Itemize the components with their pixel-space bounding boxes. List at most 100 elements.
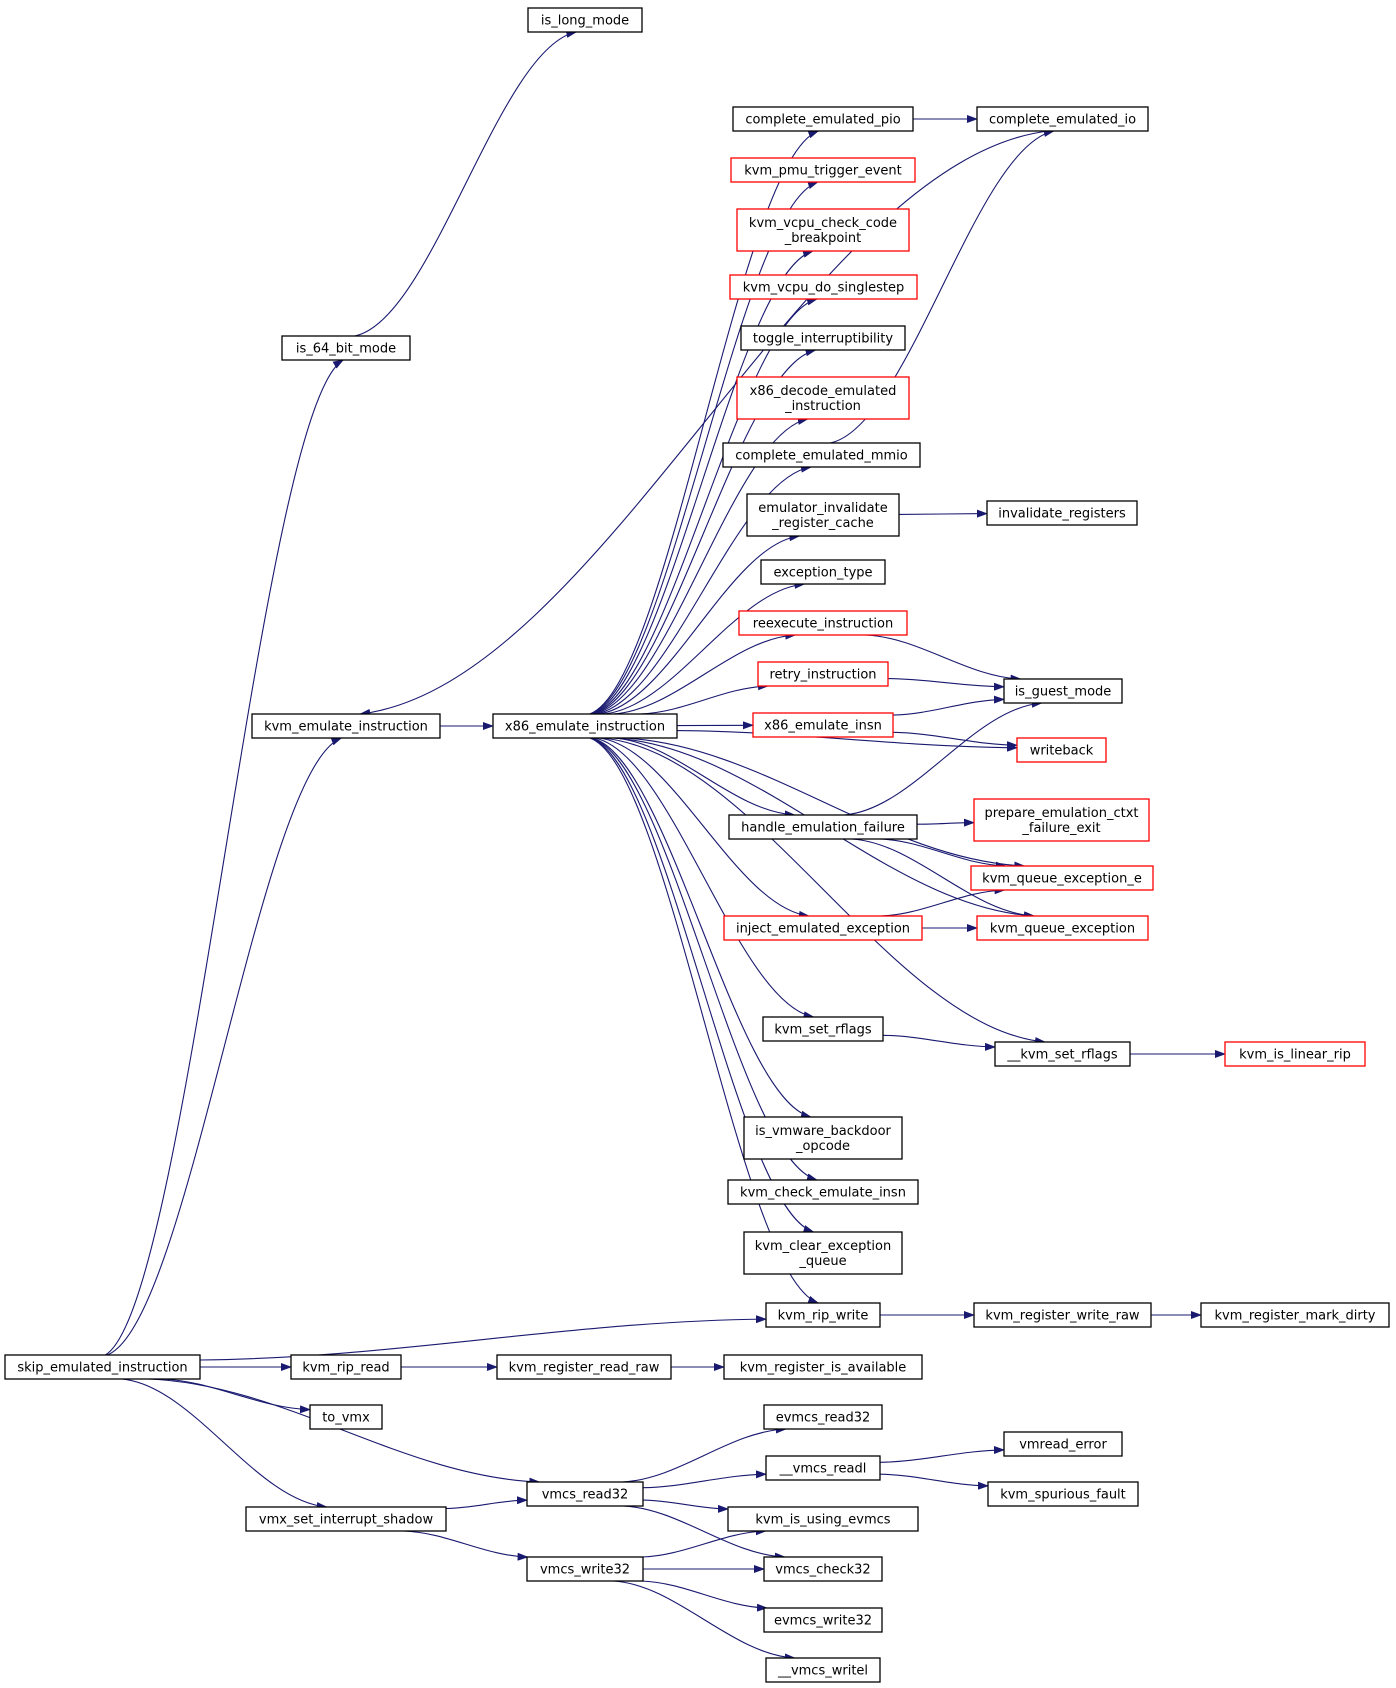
node-emulator_invalidate_register_cache[interactable]: emulator_invalidate_register_cache bbox=[746, 493, 900, 537]
node-label: exception_type bbox=[773, 566, 872, 581]
node-box bbox=[970, 865, 1154, 891]
node-invalidate_registers[interactable]: invalidate_registers bbox=[986, 500, 1138, 526]
node-kvm_vcpu_check_code_breakpoint[interactable]: kvm_vcpu_check_code_breakpoint bbox=[736, 208, 910, 252]
node-kvm_emulate_instruction[interactable]: kvm_emulate_instruction bbox=[251, 713, 441, 739]
node-kvm_set_rflags[interactable]: kvm_set_rflags bbox=[762, 1016, 884, 1042]
node-label: _instruction bbox=[784, 399, 861, 414]
edge-vmcs_write32-to-kvm_is_using_evmcs bbox=[642, 1527, 767, 1558]
node-box bbox=[722, 442, 921, 468]
node-retry_instruction[interactable]: retry_instruction bbox=[757, 661, 889, 687]
edge-skip-to-vmcs_read32 bbox=[148, 1378, 541, 1486]
node-complete_emulated_mmio[interactable]: complete_emulated_mmio bbox=[722, 442, 921, 468]
node-vmcs_check32[interactable]: vmcs_check32 bbox=[763, 1556, 883, 1582]
node-toggle_interruptibility[interactable]: toggle_interruptibility bbox=[740, 325, 906, 351]
edge-x86_emulate_insn-to-writeback bbox=[892, 731, 1018, 750]
node-box bbox=[760, 559, 886, 585]
node-label: kvm_rip_write bbox=[778, 1309, 869, 1324]
node-box bbox=[743, 1116, 903, 1160]
node-box bbox=[526, 1481, 644, 1507]
node-label: prepare_emulation_ctxt bbox=[984, 806, 1138, 821]
node-label: vmx_set_interrupt_shadow bbox=[259, 1513, 434, 1528]
edge-x86_emulate_instruction-to-complete_emulated_mmio bbox=[595, 464, 812, 715]
node-label: x86_emulate_instruction bbox=[505, 720, 665, 735]
node-evmcs_read32[interactable]: evmcs_read32 bbox=[763, 1404, 883, 1430]
node-kvm_queue_exception_e[interactable]: kvm_queue_exception_e bbox=[970, 865, 1154, 891]
node-inject_emulated_exception[interactable]: inject_emulated_exception bbox=[723, 915, 923, 941]
node-exception_type[interactable]: exception_type bbox=[760, 559, 886, 585]
node-vmread_error[interactable]: vmread_error bbox=[1003, 1431, 1123, 1457]
node-vmcs_write32[interactable]: vmcs_write32 bbox=[526, 1556, 644, 1582]
node-kvm_is_using_evmcs[interactable]: kvm_is_using_evmcs bbox=[727, 1506, 919, 1532]
node-is_vmware_backdoor_opcode[interactable]: is_vmware_backdoor_opcode bbox=[743, 1116, 903, 1160]
node-__kvm_set_rflags[interactable]: __kvm_set_rflags bbox=[994, 1041, 1131, 1067]
node-kvm_register_is_available[interactable]: kvm_register_is_available bbox=[723, 1354, 923, 1380]
node-x86_emulate_instruction[interactable]: x86_emulate_instruction bbox=[492, 713, 678, 739]
edge-x86_emulate_instruction-to-is_vmware_backdoor_opcode bbox=[591, 737, 812, 1119]
node-kvm_register_write_raw[interactable]: kvm_register_write_raw bbox=[973, 1302, 1152, 1328]
node-kvm_vcpu_do_singlestep[interactable]: kvm_vcpu_do_singlestep bbox=[729, 274, 918, 300]
node-box bbox=[763, 1556, 883, 1582]
node-is_long_mode[interactable]: is_long_mode bbox=[527, 7, 643, 33]
node-label: evmcs_write32 bbox=[774, 1614, 872, 1629]
edge-vmcs_read32-to-vmcs_check32 bbox=[623, 1505, 786, 1561]
node-__vmcs_writel[interactable]: __vmcs_writel bbox=[765, 1657, 881, 1683]
node-__vmcs_readl[interactable]: __vmcs_readl bbox=[765, 1455, 881, 1481]
node-kvm_queue_exception[interactable]: kvm_queue_exception bbox=[976, 915, 1149, 941]
node-label: kvm_vcpu_do_singlestep bbox=[743, 281, 905, 296]
edge-x86_emulate_insn-to-is_guest_mode bbox=[892, 695, 1005, 716]
node-kvm_rip_write[interactable]: kvm_rip_write bbox=[765, 1302, 881, 1328]
node-box bbox=[245, 1506, 447, 1532]
node-kvm_check_emulate_insn[interactable]: kvm_check_emulate_insn bbox=[727, 1179, 919, 1205]
node-label: toggle_interruptibility bbox=[753, 332, 893, 347]
node-vmx_set_interrupt_shadow[interactable]: vmx_set_interrupt_shadow bbox=[245, 1506, 447, 1532]
node-label: kvm_spurious_fault bbox=[1000, 1488, 1126, 1503]
node-kvm_register_read_raw[interactable]: kvm_register_read_raw bbox=[496, 1354, 672, 1380]
node-vmcs_read32[interactable]: vmcs_read32 bbox=[526, 1481, 644, 1507]
node-box bbox=[1016, 737, 1107, 763]
node-writeback[interactable]: writeback bbox=[1016, 737, 1107, 763]
node-label: inject_emulated_exception bbox=[736, 922, 910, 937]
node-label: __kvm_set_rflags bbox=[1006, 1048, 1118, 1063]
node-box bbox=[728, 814, 918, 840]
node-kvm_is_linear_rip[interactable]: kvm_is_linear_rip bbox=[1224, 1041, 1366, 1067]
node-reexecute_instruction[interactable]: reexecute_instruction bbox=[738, 610, 908, 636]
node-complete_emulated_io[interactable]: complete_emulated_io bbox=[976, 106, 1149, 132]
node-x86_emulate_insn[interactable]: x86_emulate_insn bbox=[752, 712, 894, 738]
node-label: vmcs_check32 bbox=[775, 1563, 870, 1578]
node-x86_decode_emulated_instruction[interactable]: x86_decode_emulated_instruction bbox=[736, 376, 910, 420]
node-handle_emulation_failure[interactable]: handle_emulation_failure bbox=[728, 814, 918, 840]
node-skip[interactable]: skip_emulated_instruction bbox=[4, 1354, 201, 1380]
node-label: kvm_register_is_available bbox=[740, 1361, 907, 1376]
edge-vmcs_write32-to-__vmcs_writel bbox=[613, 1580, 796, 1662]
node-label: kvm_is_using_evmcs bbox=[755, 1513, 890, 1528]
node-box bbox=[723, 1354, 923, 1380]
edge-reexecute_instruction-to-is_guest_mode bbox=[865, 634, 1022, 683]
node-complete_emulated_pio[interactable]: complete_emulated_pio bbox=[732, 106, 914, 132]
node-prepare_emulation_ctxt_failure_exit[interactable]: prepare_emulation_ctxt_failure_exit bbox=[973, 798, 1150, 842]
node-kvm_register_mark_dirty[interactable]: kvm_register_mark_dirty bbox=[1200, 1302, 1390, 1328]
node-kvm_pmu_trigger_event[interactable]: kvm_pmu_trigger_event bbox=[730, 157, 916, 183]
node-box bbox=[743, 1231, 903, 1275]
node-label: evmcs_read32 bbox=[776, 1411, 871, 1426]
edge-skip-to-vmx_set_interrupt_shadow bbox=[121, 1378, 328, 1511]
node-to_vmx[interactable]: to_vmx bbox=[309, 1404, 383, 1430]
node-is_guest_mode[interactable]: is_guest_mode bbox=[1003, 678, 1123, 704]
node-box bbox=[723, 915, 923, 941]
node-box bbox=[727, 1506, 919, 1532]
edge-handle_emulation_failure-to-kvm_queue_exception_e bbox=[879, 838, 1007, 870]
node-kvm_rip_read[interactable]: kvm_rip_read bbox=[290, 1354, 402, 1380]
node-box bbox=[1224, 1041, 1366, 1067]
node-box bbox=[729, 274, 918, 300]
node-box bbox=[763, 1607, 883, 1633]
node-label: handle_emulation_failure bbox=[741, 821, 905, 836]
node-kvm_spurious_fault[interactable]: kvm_spurious_fault bbox=[987, 1481, 1139, 1507]
edge-x86_emulate_instruction-to-exception_type bbox=[603, 580, 806, 715]
node-box bbox=[987, 1481, 1139, 1507]
node-evmcs_write32[interactable]: evmcs_write32 bbox=[763, 1607, 883, 1633]
edge-x86_emulate_instruction-to-kvm_vcpu_check_code_breakpoint bbox=[590, 250, 814, 715]
node-is_64_bit_mode[interactable]: is_64_bit_mode bbox=[281, 335, 411, 361]
node-box bbox=[994, 1041, 1131, 1067]
node-box bbox=[973, 798, 1150, 842]
node-kvm_clear_exception_queue[interactable]: kvm_clear_exception_queue bbox=[743, 1231, 903, 1275]
edge-x86_emulate_instruction-to-inject_emulated_exception bbox=[599, 737, 810, 919]
